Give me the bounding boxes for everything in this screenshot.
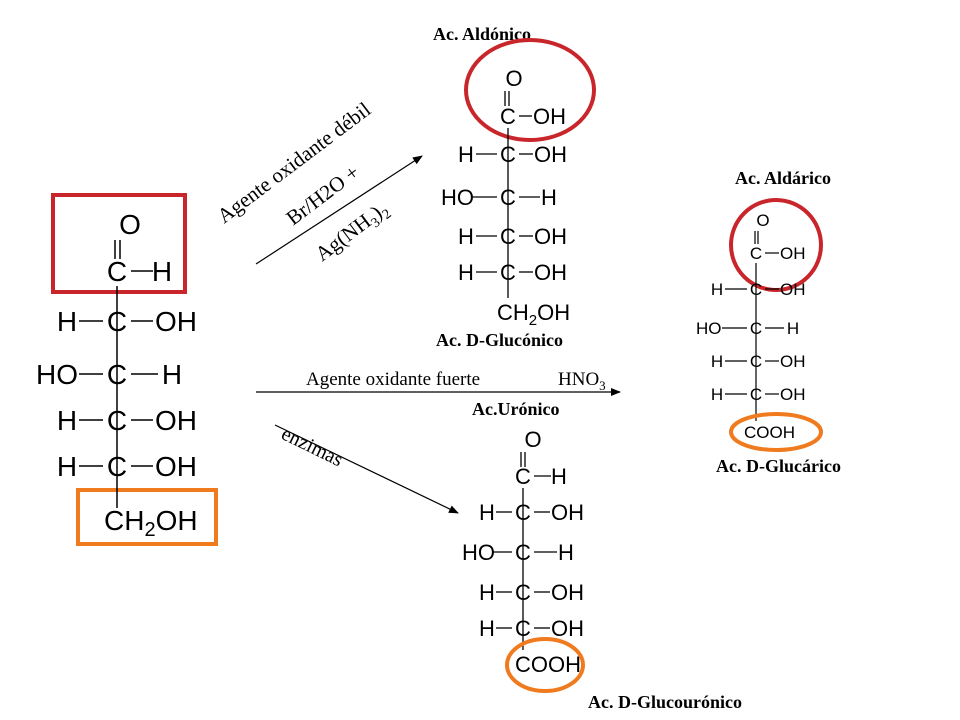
glucuronic-c2-oh: OH (551, 500, 584, 525)
gluconic-ch2oh: CH2OH (497, 300, 570, 329)
glucuronic-c1-h: H (551, 464, 567, 489)
glucaric-c5-h: H (711, 385, 723, 404)
glucaric-c3-ho: HO (696, 319, 722, 338)
gluconic-c2-h: H (458, 142, 474, 167)
glucuronic-c3-h: H (558, 540, 574, 565)
glucose-c3-ho: HO (36, 359, 78, 390)
glucuronic-c5-oh: OH (551, 616, 584, 641)
glucose-c3-h: H (162, 359, 182, 390)
glucose-c4-oh: OH (155, 405, 197, 436)
glucuronic-c2: C (515, 500, 531, 525)
gluconic-c5-h: H (458, 260, 474, 285)
glucaric-c4: C (750, 352, 762, 371)
arrow-weak-oxidation (255, 155, 423, 265)
aldaric-cooh-highlight (729, 412, 823, 452)
glucaric-o: O (756, 211, 769, 230)
glucose-c2: C (107, 306, 127, 337)
enzymes-label: enzimas (278, 423, 347, 472)
glucose-c1: C (107, 256, 127, 287)
glucose-ch2oh: CH2OH (104, 505, 198, 541)
glucose-c1-h: H (152, 256, 172, 287)
d-glucuronic-title: Ac. D-Glucourónico (588, 692, 742, 712)
glucuronic-c5: C (515, 616, 531, 641)
glucaric-c3: C (750, 319, 762, 338)
d-gluconic-title: Ac. D-Glucónico (436, 330, 563, 350)
gluconic-o: O (505, 66, 522, 91)
gluconic-structure: O C OH H C OH HO C H H C OH H C OH CH2OH (441, 66, 570, 329)
glucuronic-c4: C (515, 580, 531, 605)
uronic-cooh-highlight (505, 637, 585, 693)
aldehyde-highlight-box (51, 193, 187, 294)
gluconic-c1-oh: OH (533, 104, 566, 129)
hno3-label: HNO3 (558, 369, 606, 393)
glucuronic-c3-ho: HO (462, 540, 495, 565)
glucuronic-o: O (524, 427, 541, 452)
gluconic-c5-oh: OH (534, 260, 567, 285)
glucaric-c3-h: H (787, 319, 799, 338)
aldonic-carboxyl-highlight (464, 38, 596, 142)
glucuronic-c2-h: H (479, 500, 495, 525)
uronic-title: Ac.Urónico (472, 399, 559, 419)
ch2oh-highlight-box (76, 488, 218, 546)
gluconic-c2-oh: OH (534, 142, 567, 167)
glucose-c2-h: H (57, 306, 77, 337)
glucose-c5-h: H (57, 451, 77, 482)
glucose-o: O (119, 209, 141, 240)
glucose-c5: C (107, 451, 127, 482)
gluconic-c3-h: H (541, 185, 557, 210)
glucaric-c2-h: H (711, 280, 723, 299)
glucaric-c5-oh: OH (780, 385, 806, 404)
d-glucaric-title: Ac. D-Glucárico (716, 456, 841, 476)
glucuronic-c4-h: H (479, 580, 495, 605)
gluconic-c3: C (500, 185, 516, 210)
aldonic-title: Ac. Aldónico (433, 24, 531, 44)
gluconic-c1: C (500, 104, 516, 129)
glucose-c3: C (107, 359, 127, 390)
glucose-c2-oh: OH (155, 306, 197, 337)
glucaric-c4-h: H (711, 352, 723, 371)
glucuronic-c5-h: H (479, 616, 495, 641)
gluconic-c4-h: H (458, 224, 474, 249)
glucuronic-structure: O C H H C OH HO C H H C OH H C OH COOH (462, 427, 584, 677)
glucaric-c4-oh: OH (780, 352, 806, 371)
glucose-c4: C (107, 405, 127, 436)
gluconic-c3-ho: HO (441, 185, 474, 210)
glucaric-c2-oh: OH (780, 280, 806, 299)
gluconic-c4-oh: OH (534, 224, 567, 249)
glucuronic-c4-oh: OH (551, 580, 584, 605)
glucuronic-c1: C (515, 464, 531, 489)
aldaric-title: Ac. Aldárico (735, 168, 831, 188)
glucaric-c1-oh: OH (780, 244, 806, 263)
gluconic-c5: C (500, 260, 516, 285)
glucaric-c5: C (750, 385, 762, 404)
glucaric-c2: C (750, 280, 762, 299)
glucose-c5-oh: OH (155, 451, 197, 482)
strong-oxidant-label: Agente oxidante fuerte (306, 369, 480, 390)
glucose-c4-h: H (57, 405, 77, 436)
glucuronic-c3: C (515, 540, 531, 565)
glucaric-structure: O C OH H C OH HO C H H C OH H C OH COOH (696, 211, 806, 442)
glucaric-cooh: COOH (744, 423, 795, 442)
glucuronic-cooh: COOH (515, 652, 581, 677)
glucose-structure: O C H H C OH HO C H H C OH H C OH CH2OH (36, 193, 218, 546)
aldaric-carboxyl-highlight (729, 198, 823, 292)
arrow-enzymatic (274, 424, 459, 514)
gluconic-c2: C (500, 142, 516, 167)
glucaric-c1: C (750, 244, 762, 263)
gluconic-c4: C (500, 224, 516, 249)
